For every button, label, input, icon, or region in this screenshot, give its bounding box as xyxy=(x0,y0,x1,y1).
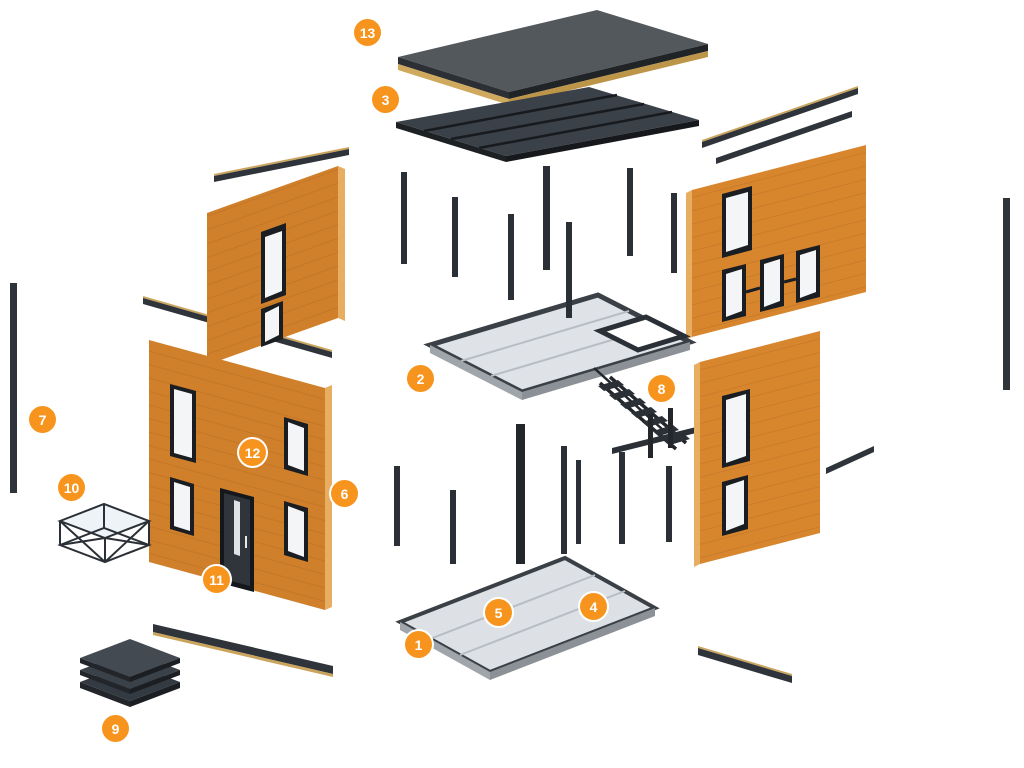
callout-2[interactable]: 2 xyxy=(407,365,434,392)
wall-plywood-edge xyxy=(338,166,345,321)
stack-slab-skirt xyxy=(80,670,130,694)
rail-tan-edge xyxy=(702,86,858,142)
front-left-wall-panel xyxy=(149,340,332,610)
ground-deck-face xyxy=(395,555,660,675)
wall-plywood-edge xyxy=(686,190,692,340)
module-edges xyxy=(59,504,150,562)
window-pane xyxy=(726,394,746,463)
column xyxy=(671,193,677,273)
column xyxy=(394,466,400,546)
window-pane xyxy=(726,480,744,531)
callout-7[interactable]: 7 xyxy=(29,406,56,433)
window-pane xyxy=(764,259,780,307)
stack-slab-skirt xyxy=(130,670,180,694)
module-x-braces xyxy=(59,520,150,563)
column xyxy=(561,446,567,554)
small-right-rail xyxy=(826,446,874,474)
mid-deck-skirt-right xyxy=(522,342,690,400)
stack-slab-skirt xyxy=(130,658,180,682)
column xyxy=(666,466,672,542)
roof-skirt-right xyxy=(509,44,708,99)
callout-13[interactable]: 13 xyxy=(354,19,381,46)
bottom-right-rail xyxy=(698,648,792,683)
window-pane xyxy=(265,231,282,298)
column xyxy=(627,168,633,256)
upper-left-rail xyxy=(214,149,349,182)
floor-panel-stack xyxy=(80,639,180,707)
stair-opening xyxy=(593,314,691,353)
ground-floor-deck xyxy=(395,555,660,680)
column xyxy=(450,490,456,564)
wall-plywood-edge xyxy=(325,385,332,610)
slat-skirt-right xyxy=(506,120,699,162)
stair-support-beam xyxy=(612,426,700,454)
mid-floor-deck xyxy=(423,292,697,400)
wall-siding xyxy=(692,145,866,337)
rear-wall-panel xyxy=(207,166,345,365)
upper-right-rail-a xyxy=(702,88,858,148)
stair-support-post xyxy=(668,408,673,448)
vertical-rail-right xyxy=(1003,198,1010,390)
window-pane xyxy=(288,422,304,471)
column xyxy=(566,222,572,318)
lower-columns xyxy=(394,424,672,564)
right-rails xyxy=(698,86,1010,683)
roof-plywood-right xyxy=(509,51,708,105)
ground-deck-skirt-right xyxy=(490,608,655,680)
slat-skirt-left xyxy=(396,122,506,162)
upper-columns xyxy=(401,166,677,318)
column xyxy=(619,452,625,544)
wall-plywood-edge xyxy=(694,362,700,567)
window-pane xyxy=(800,250,816,298)
right-front-wall-panel xyxy=(694,331,820,567)
callout-10[interactable]: 10 xyxy=(58,474,85,501)
callout-11[interactable]: 11 xyxy=(203,566,230,593)
wall-siding xyxy=(700,331,820,564)
callout-4[interactable]: 4 xyxy=(580,593,607,620)
entry-door-lite xyxy=(234,500,240,556)
stack-slab-skirt xyxy=(80,682,130,707)
column xyxy=(576,460,581,544)
bottom-left-rail xyxy=(153,624,333,674)
roof-plywood-left xyxy=(398,64,509,105)
callout-3[interactable]: 3 xyxy=(372,86,399,113)
column xyxy=(401,172,407,264)
stack-slab-skirt xyxy=(80,658,130,682)
window-pane xyxy=(174,482,190,531)
roof-panel xyxy=(398,10,708,105)
roof-skirt-left xyxy=(398,57,509,99)
callout-5[interactable]: 5 xyxy=(485,599,512,626)
roof-deck-slats xyxy=(396,87,699,162)
column xyxy=(452,197,458,277)
corner-column xyxy=(516,424,525,564)
window-connector xyxy=(745,277,797,294)
steel-frame-module xyxy=(57,502,152,564)
callout-8[interactable]: 8 xyxy=(648,375,675,402)
window-pane xyxy=(726,269,742,317)
roof-top-face xyxy=(398,10,708,92)
callout-9[interactable]: 9 xyxy=(102,715,129,742)
stairs xyxy=(593,367,700,458)
window-pane xyxy=(288,506,304,557)
stack-slab-skirt xyxy=(130,682,180,707)
rail-tan-edge xyxy=(153,632,333,677)
callout-1[interactable]: 1 xyxy=(405,631,432,658)
callout-12[interactable]: 12 xyxy=(239,439,266,466)
column xyxy=(508,214,514,300)
right-rear-wall-panel xyxy=(686,145,866,340)
upper-right-rail-b xyxy=(716,111,852,164)
rail-tan-edge xyxy=(214,147,349,176)
stair-support-post xyxy=(648,414,653,458)
window-pane xyxy=(265,306,279,342)
callout-6[interactable]: 6 xyxy=(331,480,358,507)
mid-deck-skirt-left xyxy=(430,345,522,400)
vertical-rail xyxy=(10,283,17,493)
column xyxy=(543,166,550,270)
slat-seams xyxy=(423,93,673,150)
window-pane xyxy=(726,192,748,252)
rail-tan-edge xyxy=(698,646,792,676)
window-pane xyxy=(174,389,192,458)
